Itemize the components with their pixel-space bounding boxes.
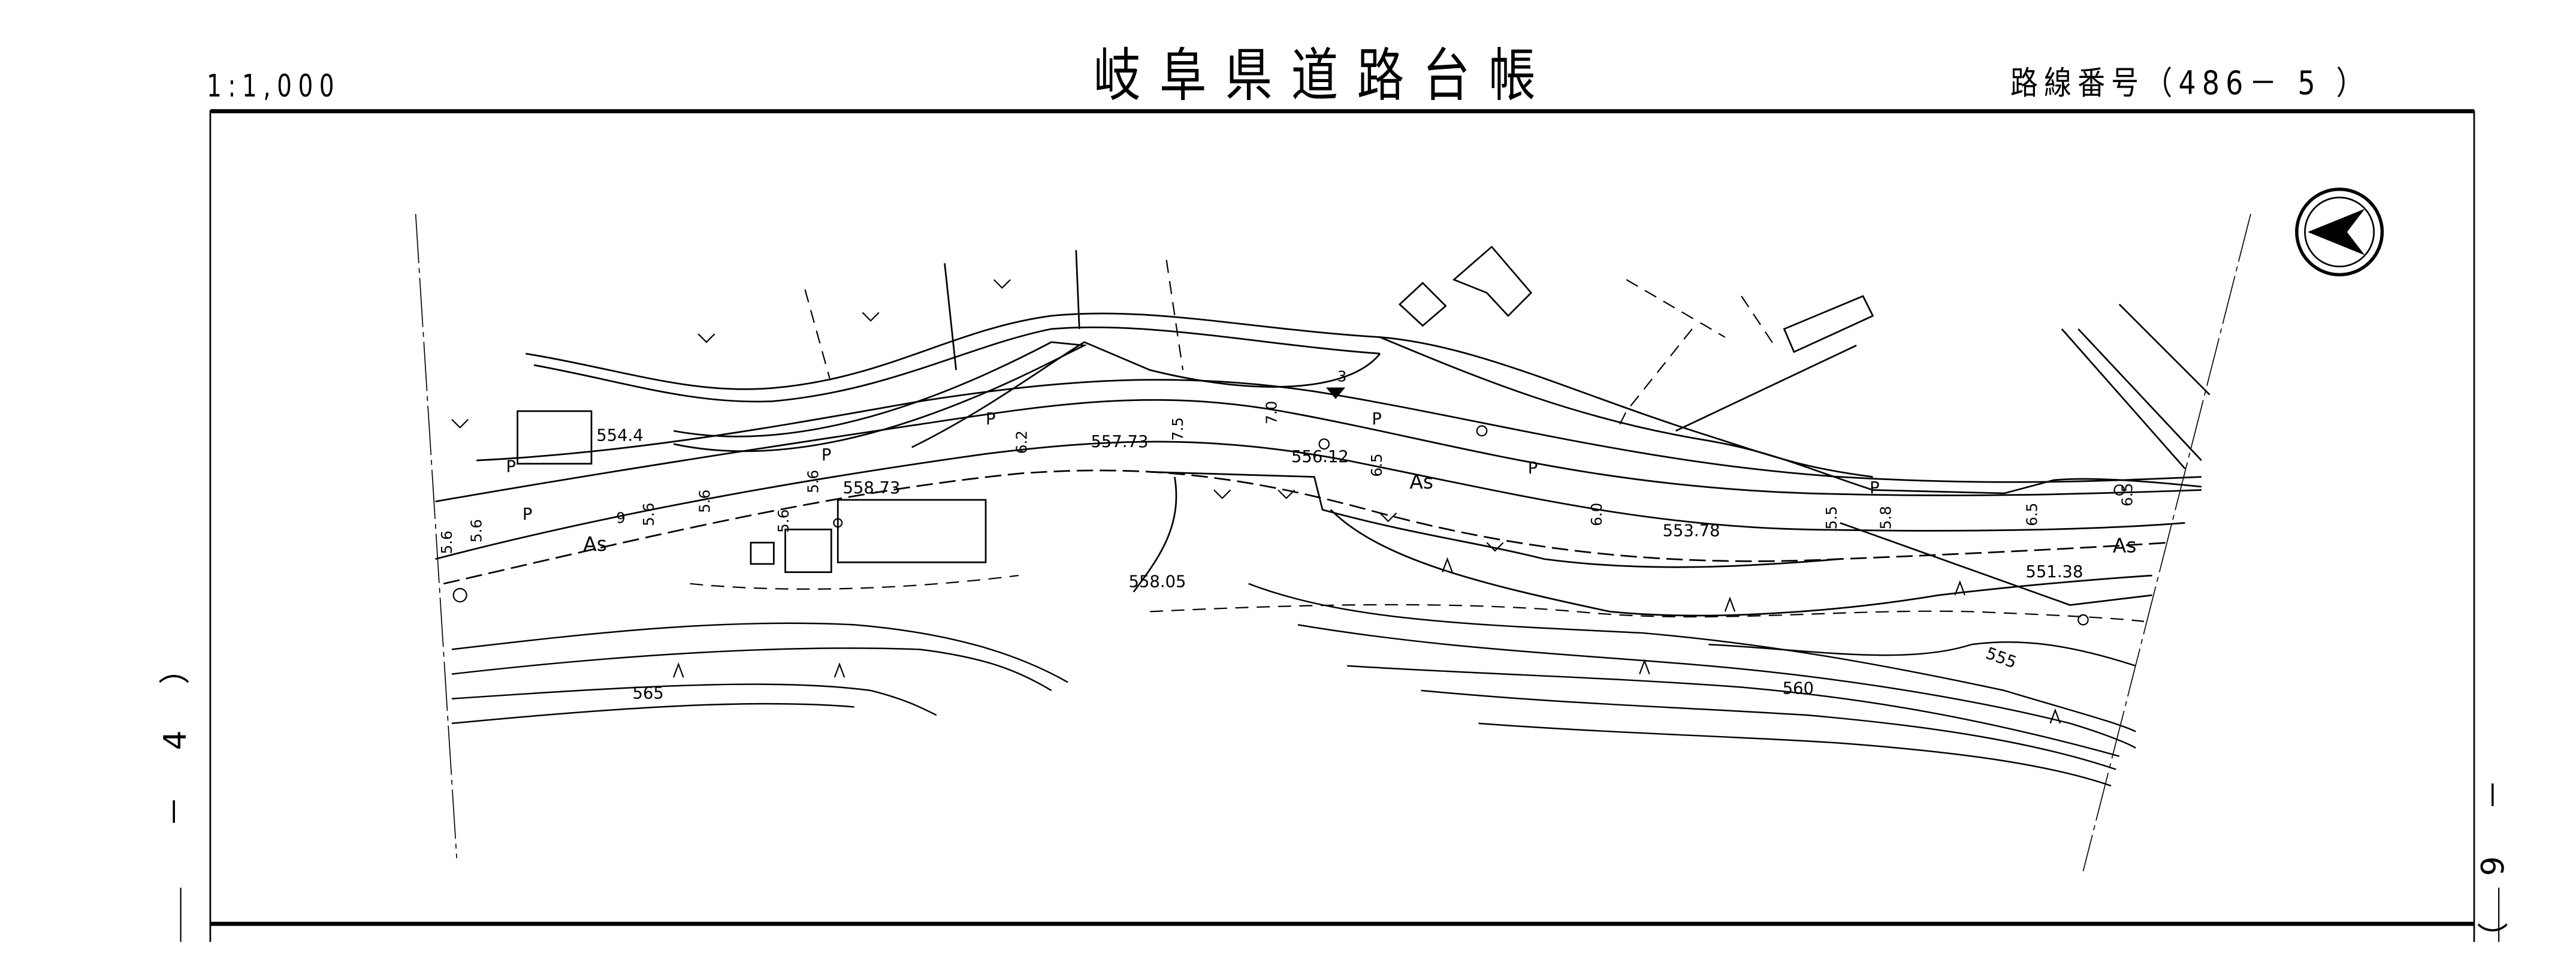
elevation-label: 556.12 <box>1291 448 1349 466</box>
width-label: 3 <box>1337 368 1347 385</box>
elevation-labels: 554.4 558.73 557.73 556.12 558.05 553.78… <box>596 426 2083 591</box>
lane-label: P <box>986 410 996 429</box>
width-label: 6.5 <box>2024 503 2041 526</box>
surface-labels: As As As <box>583 470 2136 557</box>
width-labels: 5.6 5.6 9 5.6 5.6 5.6 6.2 7.5 7.0 6.5 6.… <box>438 368 2136 554</box>
contour-lines <box>451 583 2136 787</box>
width-label: 5.6 <box>775 509 792 533</box>
elevation-label: 558.05 <box>1129 572 1186 591</box>
width-label: 5.6 <box>804 470 822 493</box>
width-label: 6.0 <box>1588 503 1605 526</box>
width-label: 5.8 <box>1877 506 1895 529</box>
dashed-lines <box>690 260 2145 622</box>
lane-label: P <box>1372 410 1382 429</box>
contour-label: 555 <box>1983 644 2019 673</box>
buildings <box>517 245 1874 573</box>
elevation-label: 558.73 <box>842 479 900 497</box>
map-symbols <box>451 279 2125 724</box>
road-lines <box>435 303 2210 617</box>
width-label: 5.6 <box>438 530 455 554</box>
width-label: 9 <box>616 509 626 526</box>
contour-labels: 565 560 555 <box>633 644 2019 703</box>
lane-label: P <box>506 457 516 476</box>
width-label: 5.6 <box>696 490 713 513</box>
lane-label: P <box>1870 479 1880 497</box>
width-label: 7.5 <box>1169 417 1186 441</box>
page-title: 岐阜県道路台帳 <box>1094 42 1555 109</box>
width-label: 7.0 <box>1263 401 1280 424</box>
width-label: 6.2 <box>1013 430 1031 454</box>
lane-label: P <box>1528 459 1538 478</box>
contour-label: 560 <box>1783 680 1814 698</box>
lane-labels: P P P P P P P <box>506 410 1879 524</box>
road-map: 554.4 558.73 557.73 556.12 558.05 553.78… <box>180 109 2500 942</box>
elevation-label: 551.38 <box>2026 563 2083 581</box>
width-label: 6.5 <box>1368 453 1385 477</box>
elevation-label: 554.4 <box>596 426 643 445</box>
surface-label: As <box>1409 470 1433 493</box>
width-label: 5.6 <box>640 503 657 526</box>
surface-label: As <box>2113 534 2137 557</box>
lane-label: P <box>822 446 832 465</box>
north-arrow-icon <box>2295 188 2384 277</box>
width-label: 5.6 <box>467 519 485 542</box>
contour-label: 565 <box>633 684 664 703</box>
elevation-label: 557.73 <box>1091 433 1148 451</box>
lane-label: P <box>523 505 533 524</box>
sheet-frame <box>180 109 2500 942</box>
width-label: 5.5 <box>1823 506 1840 529</box>
surface-label: As <box>583 532 607 556</box>
sheet-boundary <box>415 213 2251 872</box>
map-scale: 1:1,000 <box>207 68 341 104</box>
elevation-label: 553.78 <box>1663 521 1720 540</box>
route-number: 路線番号（486－ 5 ） <box>2010 64 2370 102</box>
